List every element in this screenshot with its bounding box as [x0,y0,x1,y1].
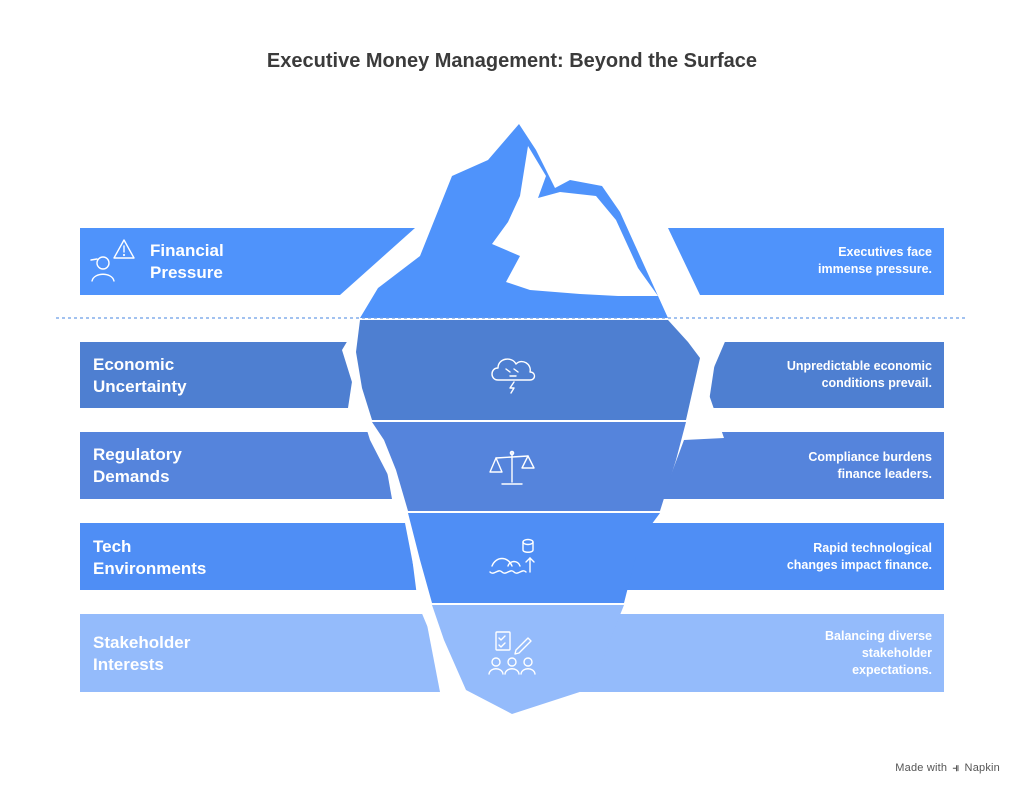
band-stakeholder-right [580,614,944,692]
made-with-text: Made with [895,762,948,774]
band-stakeholder [80,614,440,692]
layer-label-financial-pressure: Financial Pressure [150,241,224,282]
band-regulatory-right [650,432,944,499]
scales-icon [489,450,535,485]
napkin-logo-icon: ⫣ [952,762,960,774]
layer-desc-financial-pressure: Executives face immense pressure. [818,245,932,276]
iceberg-regulatory [372,422,686,511]
band-economic-right [708,342,944,408]
band-regulatory [80,432,392,499]
iceberg-economic [356,320,700,420]
page-title: Executive Money Management: Beyond the S… [266,50,758,72]
band-financial-pressure [80,228,415,295]
napkin-brand: Napkin [964,762,1000,774]
person-warning-icon [90,239,135,282]
layer-label-tech-environments: Tech Environments [93,537,207,578]
band-tech-right [612,523,944,590]
band-economic [80,342,358,408]
tech-flow-icon [489,538,535,574]
layer-label-regulatory-demands: Regulatory Demands [93,445,182,486]
layer-label-economic-uncertainty: Economic Uncertainty [93,355,187,396]
iceberg-tech [408,513,660,603]
layer-desc-economic-uncertainty: Unpredictable economic conditions prevai… [786,359,932,390]
layer-desc-regulatory-demands: Compliance burdens finance leaders. [808,450,932,481]
band-tech [80,523,418,590]
layer-desc-tech-environments: Rapid technological changes impact finan… [786,541,932,572]
iceberg-stakeholder [432,605,624,714]
layer-label-stakeholder-interests: Stakeholder Interests [93,633,191,674]
layer-desc-stakeholder-interests: Balancing diverse stakeholder expectatio… [825,629,932,677]
storm-cloud-icon [491,358,536,394]
made-with-credit[interactable]: Made with ⫣ Napkin [895,762,1000,775]
stakeholder-group-icon [488,631,536,675]
iceberg-snow [492,146,658,296]
band-financial-pressure-right [668,228,944,295]
